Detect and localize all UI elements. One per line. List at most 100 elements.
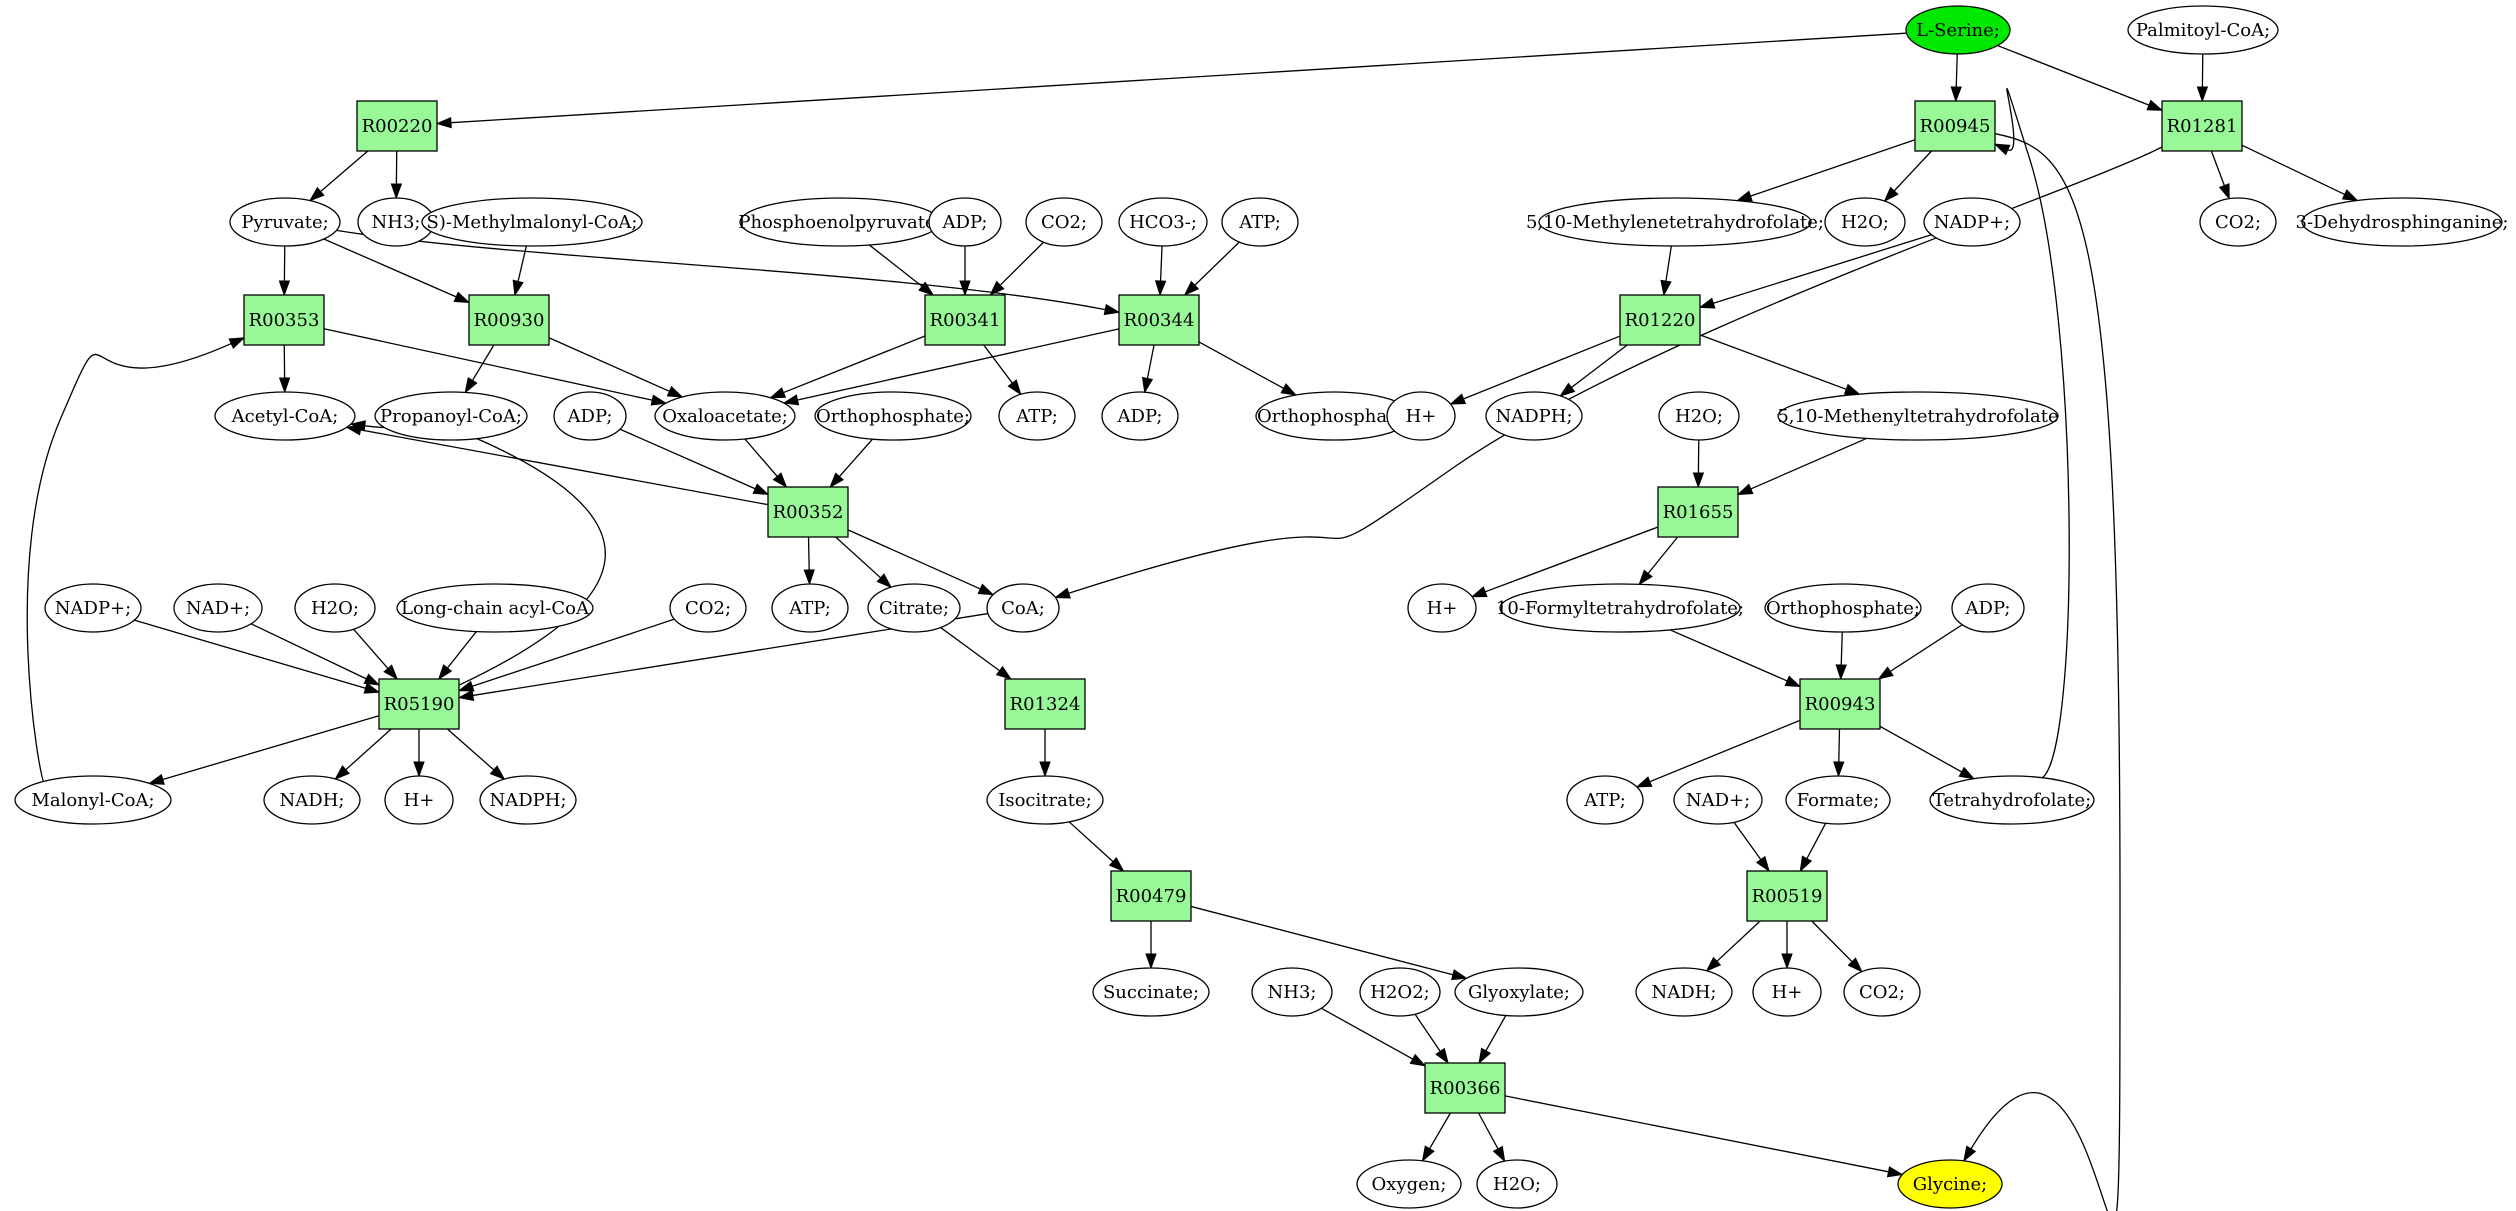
edge-n_hco3-to-r00344 — [1154, 245, 1167, 297]
edge-arrowhead — [1799, 855, 1813, 873]
edge-arrowhead — [1007, 379, 1022, 396]
edge-r00519-to-n_co2_4 — [1811, 920, 1863, 973]
node-label: H+ — [1427, 598, 1458, 619]
node-label: R00930 — [474, 310, 545, 331]
compound-ellipse — [1951, 583, 2025, 633]
compound-node-n_co2_4: CO2; — [1843, 967, 1921, 1017]
node-label: R00220 — [362, 116, 433, 137]
edge-n_co2_3-to-r05190 — [457, 618, 675, 692]
compound-node-n_acetyl: Acetyl-CoA; — [214, 391, 356, 441]
edge-r05190-to-n_nadph_2 — [446, 728, 506, 781]
compound-node-n_h2o_1: H2O; — [1824, 197, 1906, 247]
edge-line — [320, 150, 369, 192]
edge-line — [517, 245, 528, 282]
edge-arrowhead — [489, 765, 506, 781]
compound-node-n_nadph_1: NADPH; — [1485, 391, 1583, 441]
reaction-node-r00930: R00930 — [468, 294, 550, 346]
reaction-node-r00945: R00945 — [1914, 100, 1996, 152]
node-label: NAD+; — [1686, 790, 1750, 811]
compound-ellipse — [654, 391, 796, 441]
edge-n_nh3_2-to-r00366 — [1321, 1007, 1427, 1067]
edge-r00479-to-n_glyoxylate — [1190, 905, 1468, 981]
compound-ellipse — [998, 391, 1076, 441]
edge-r00479-to-n_succinate — [1145, 921, 1157, 970]
compound-node-n_thf: Tetrahydrofolate; — [1929, 775, 2095, 825]
edge-arrowhead — [2196, 86, 2209, 103]
edge-line — [2006, 88, 2070, 779]
edge-arrowhead — [918, 281, 935, 296]
edge-line — [835, 536, 882, 579]
edge-line — [1699, 334, 1847, 390]
compound-node-n_ortho_1: Orthophosphate; — [814, 391, 972, 441]
edge-arrowhead — [782, 394, 800, 406]
edge-line — [323, 328, 653, 401]
compound-ellipse — [1764, 583, 1922, 633]
reaction-node-r00366: R00366 — [1424, 1062, 1506, 1114]
compound-node-n_hco3: HCO3-; — [1118, 197, 1208, 247]
edge-arrowhead — [413, 761, 425, 778]
edge-arrowhead — [1478, 1047, 1492, 1065]
edge-line — [838, 438, 873, 477]
compound-ellipse — [1359, 967, 1441, 1017]
edge-r00366-to-n_oxygen — [1421, 1112, 1451, 1163]
edge-n_adp_1-to-r00341 — [959, 246, 971, 297]
compound-node-n_formyl: 10-Formyltetrahydrofolate; — [1496, 583, 1744, 633]
edge-n_adp_2-to-r00352 — [619, 428, 770, 495]
edge-line — [1750, 139, 1916, 197]
compound-node-n_oxalo: Oxaloacetate; — [654, 391, 796, 441]
compound-ellipse — [553, 391, 627, 441]
node-label: Tetrahydrofolate; — [1933, 790, 2092, 811]
edge-arrowhead — [1450, 969, 1468, 981]
edge-arrowhead — [1705, 956, 1722, 972]
compound-ellipse — [771, 583, 849, 633]
node-label: Orthophosphate; — [1766, 598, 1920, 619]
edge-r05190-to-n_nadh_1 — [334, 728, 392, 781]
edge-line — [134, 619, 366, 689]
edge-r00220-to-n_nh3_1 — [390, 150, 403, 200]
edge-arrowhead — [1735, 190, 1753, 202]
edge-arrowhead — [1435, 1047, 1449, 1065]
reaction-box — [924, 294, 1006, 346]
compound-node-n_nad_2: NAD+; — [1673, 775, 1763, 825]
edge-r05190-to-n_h_3 — [413, 729, 425, 778]
edge-arrowhead — [1781, 953, 1793, 970]
compound-node-n_glyoxylate: Glyoxylate; — [1454, 967, 1584, 1017]
edge-line — [807, 536, 810, 571]
compound-ellipse — [173, 583, 263, 633]
edge-r01220-to-n_h_1 — [1449, 335, 1621, 405]
node-label: NH3; — [1268, 982, 1317, 1003]
edge-n_ortho_3-to-r00943 — [1835, 631, 1847, 681]
edge-line — [353, 628, 389, 669]
compound-node-n_nad_1: NAD+; — [173, 583, 263, 633]
edge-arrowhead — [363, 682, 381, 694]
compound-node-n_malonyl: Malonyl-CoA; — [14, 775, 172, 825]
compound-node-n_dhs: 3-Dehydrosphinganine; — [2296, 197, 2508, 247]
edge-line — [1893, 150, 1933, 192]
edge-r00945-to-n_h2o_1 — [1883, 150, 1933, 203]
compound-ellipse — [1777, 391, 2059, 441]
node-label: ATP; — [1238, 212, 1281, 233]
edge-line — [548, 337, 670, 392]
compound-ellipse — [867, 583, 961, 633]
edge-arrowhead — [1698, 297, 1716, 309]
edge-arrowhead — [334, 765, 350, 781]
node-label: R00353 — [249, 310, 320, 331]
edge-arrowhead — [512, 279, 524, 297]
edge-line — [472, 618, 675, 687]
edge-n_serine-to-r00945 — [1950, 53, 1962, 103]
node-label: CO2; — [1041, 212, 1087, 233]
edge-line — [1485, 1015, 1507, 1052]
node-label: NH3; — [372, 212, 421, 233]
compound-node-n_glycine: Glycine; — [1897, 1159, 2003, 1209]
compound-node-n_nh3_1: NH3; — [357, 197, 435, 247]
edge-line — [1811, 920, 1853, 963]
edge-n_smm-to-r00930 — [512, 245, 528, 297]
compound-ellipse — [1785, 775, 1891, 825]
edge-line — [868, 244, 923, 287]
edge-line — [1146, 344, 1155, 379]
reaction-node-r00353: R00353 — [243, 294, 325, 346]
reaction-node-r01655: R01655 — [1657, 486, 1739, 538]
edge-n_palmitoyl-to-r01281 — [2196, 53, 2209, 103]
compound-node-n_co2_2: CO2; — [2199, 197, 2277, 247]
edge-r01655-to-n_formyl — [1638, 536, 1679, 586]
